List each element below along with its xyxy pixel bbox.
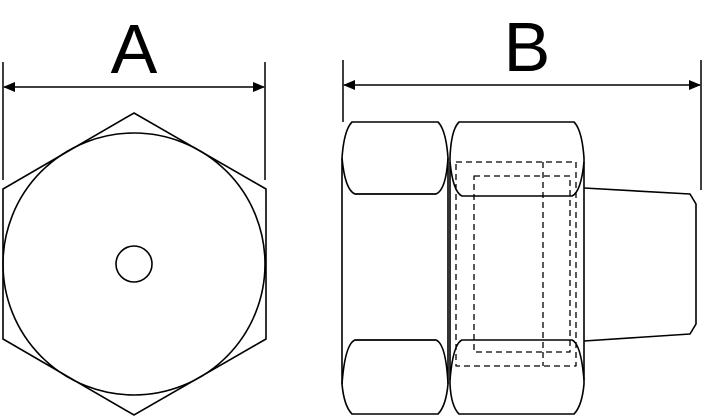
cap-bottom-face-curve bbox=[341, 339, 449, 385]
nut-bottom-face-curve bbox=[449, 339, 585, 381]
dimension-b: B bbox=[342, 8, 702, 190]
cap-hex-outline bbox=[341, 121, 449, 415]
center-hole bbox=[115, 245, 153, 283]
thread-nipple bbox=[583, 187, 697, 342]
dimension-b-label: B bbox=[504, 8, 551, 86]
hex-outline bbox=[2, 112, 267, 416]
side-view bbox=[341, 121, 697, 415]
chamfer-circle bbox=[2, 132, 266, 396]
hidden-bore bbox=[455, 161, 577, 367]
nut-top-face-curve bbox=[449, 161, 585, 197]
cap-hex-body bbox=[341, 121, 449, 415]
dimension-a: A bbox=[2, 10, 266, 180]
front-view bbox=[2, 112, 267, 416]
nut-hex-body bbox=[449, 121, 585, 415]
cap-top-face-curve bbox=[341, 157, 449, 195]
hidden-bore-inner bbox=[473, 175, 571, 353]
hidden-bore-outer bbox=[455, 161, 577, 367]
nut-hex-outline bbox=[449, 121, 585, 415]
nipple-outline bbox=[583, 187, 697, 342]
dimension-a-label: A bbox=[111, 10, 158, 88]
